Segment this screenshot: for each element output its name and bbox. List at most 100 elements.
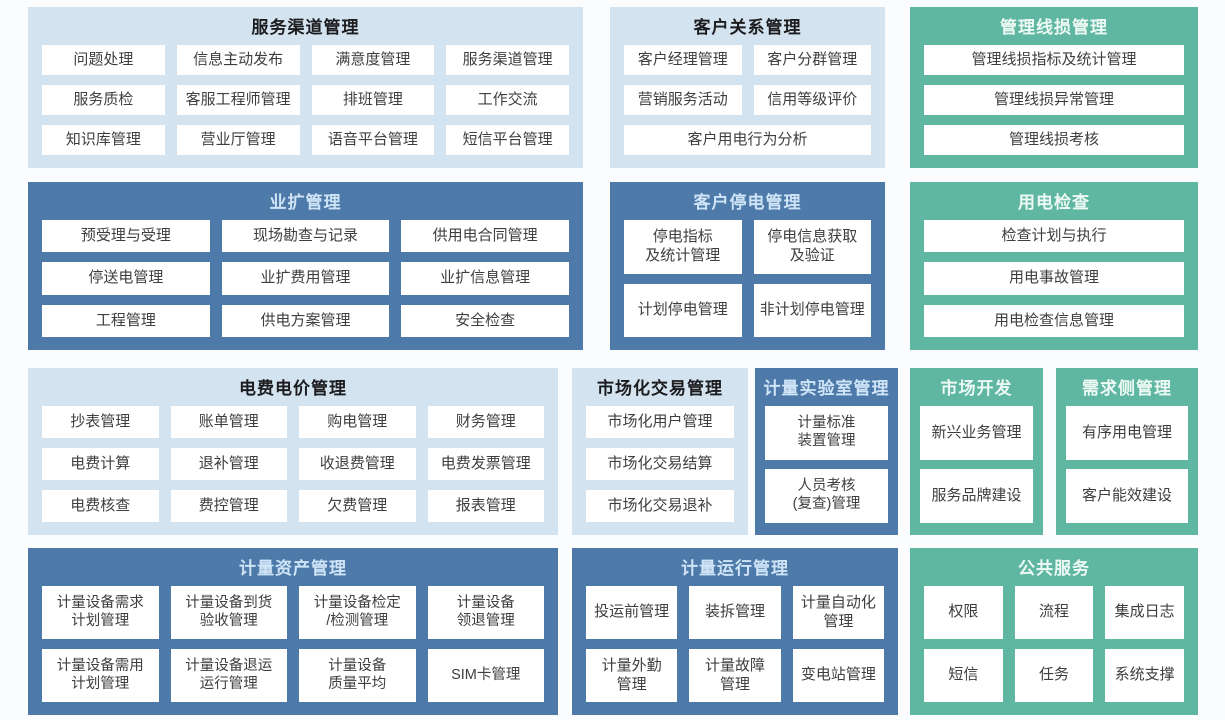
module-row: 计量外勤 管理计量故障 管理变电站管理 <box>586 649 884 702</box>
module-box: 现场勘查与记录 <box>221 220 390 253</box>
panel-metering-lab-mgmt: 计量实验室管理计量标准 装置管理人员考核 (复查)管理 <box>755 368 898 535</box>
module-box: 停电指标 及统计管理 <box>624 220 742 274</box>
module-box: 系统支撑 <box>1105 649 1185 702</box>
module-box: 计量设备到货 验收管理 <box>170 586 287 639</box>
module-row: 计量标准 装置管理 <box>765 406 888 460</box>
module-rows: 检查计划与执行用电事故管理用电检查信息管理 <box>910 218 1198 350</box>
module-box: 电费发票管理 <box>427 448 544 480</box>
module-rows: 计量标准 装置管理人员考核 (复查)管理 <box>755 404 898 535</box>
module-box: 服务品牌建设 <box>920 469 1033 523</box>
panel-customer-outage-mgmt: 客户停电管理停电指标 及统计管理停电信息获取 及验证计划停电管理非计划停电管理 <box>610 182 885 350</box>
module-row: 服务质检客服工程师管理排班管理工作交流 <box>42 85 569 115</box>
module-row: 电费计算退补管理收退费管理电费发票管理 <box>42 448 544 480</box>
module-box: 业扩信息管理 <box>401 262 570 295</box>
module-box: 账单管理 <box>170 406 287 438</box>
panel-title: 客户停电管理 <box>693 192 802 212</box>
module-row: 客户经理管理客户分群管理 <box>624 45 871 75</box>
module-box: 客户分群管理 <box>753 45 871 75</box>
module-row: 用电事故管理 <box>924 262 1184 295</box>
panel-title: 服务渠道管理 <box>251 17 360 37</box>
module-row: 市场化交易结算 <box>586 448 734 480</box>
module-box: 安全检查 <box>401 304 570 337</box>
module-box: 语音平台管理 <box>311 125 435 155</box>
panel-title: 用电检查 <box>1018 192 1090 212</box>
module-box: 停电信息获取 及验证 <box>753 220 871 274</box>
panel-title: 计量资产管理 <box>239 558 347 578</box>
panel-title: 计量运行管理 <box>681 558 789 578</box>
panel-service-channel-mgmt: 服务渠道管理问题处理信息主动发布满意度管理服务渠道管理服务质检客服工程师管理排班… <box>28 7 583 168</box>
module-box: 非计划停电管理 <box>753 283 871 337</box>
module-rows: 停电指标 及统计管理停电信息获取 及验证计划停电管理非计划停电管理 <box>610 218 885 350</box>
module-row: 服务品牌建设 <box>920 469 1033 523</box>
module-box: 任务 <box>1014 649 1094 702</box>
module-box: 投运前管理 <box>586 586 678 639</box>
panel-title: 管理线损管理 <box>1000 17 1108 37</box>
module-box: 服务渠道管理 <box>446 45 569 75</box>
module-row: 管理线损考核 <box>924 125 1184 155</box>
module-row: 市场化交易退补 <box>586 490 734 522</box>
module-box: 计量自动化 管理 <box>792 586 884 639</box>
module-row: 人员考核 (复查)管理 <box>765 469 888 523</box>
module-box: 业扩费用管理 <box>221 262 390 295</box>
module-box: 新兴业务管理 <box>920 406 1033 460</box>
panel-metering-operation-mgmt: 计量运行管理投运前管理装拆管理计量自动化 管理计量外勤 管理计量故障 管理变电站… <box>572 548 898 715</box>
module-row: 有序用电管理 <box>1066 406 1188 460</box>
panel-line-loss-mgmt: 管理线损管理管理线损指标及统计管理管理线损异常管理管理线损考核 <box>910 7 1198 168</box>
panel-demand-side-mgmt: 需求侧管理有序用电管理客户能效建设 <box>1056 368 1198 535</box>
panel-customer-relationship-mgmt: 客户关系管理客户经理管理客户分群管理营销服务活动信用等级评价客户用电行为分析 <box>610 7 885 168</box>
panel-title: 客户关系管理 <box>693 17 802 37</box>
module-row: 客户能效建设 <box>1066 469 1188 523</box>
module-row: 电费核查费控管理欠费管理报表管理 <box>42 490 544 522</box>
module-box: 排班管理 <box>311 85 435 115</box>
module-rows: 新兴业务管理服务品牌建设 <box>910 404 1043 535</box>
panel-title: 公共服务 <box>1018 558 1090 578</box>
module-box: 管理线损考核 <box>924 125 1184 155</box>
module-box: 费控管理 <box>170 490 287 522</box>
module-box: 集成日志 <box>1105 586 1185 639</box>
module-box: 电费核查 <box>42 490 159 522</box>
module-box: 权限 <box>924 586 1003 639</box>
module-box: 客户用电行为分析 <box>624 125 871 155</box>
panel-title: 市场化交易管理 <box>597 378 723 398</box>
panel-metering-asset-mgmt: 计量资产管理计量设备需求 计划管理计量设备到货 验收管理计量设备检定 /检测管理… <box>28 548 558 715</box>
module-box: 退补管理 <box>170 448 287 480</box>
module-box: 工程管理 <box>42 304 210 337</box>
module-box: 计划停电管理 <box>624 283 742 337</box>
panel-market-development: 市场开发新兴业务管理服务品牌建设 <box>910 368 1043 535</box>
module-box: 用电检查信息管理 <box>924 304 1184 337</box>
module-row: 投运前管理装拆管理计量自动化 管理 <box>586 586 884 639</box>
module-row: 计量设备需求 计划管理计量设备到货 验收管理计量设备检定 /检测管理计量设备 领… <box>42 586 544 639</box>
panel-title: 计量实验室管理 <box>763 378 890 398</box>
panel-power-use-inspection: 用电检查检查计划与执行用电事故管理用电检查信息管理 <box>910 182 1198 350</box>
panel-title: 业扩管理 <box>269 192 342 212</box>
module-box: 计量故障 管理 <box>689 649 781 702</box>
module-rows: 投运前管理装拆管理计量自动化 管理计量外勤 管理计量故障 管理变电站管理 <box>572 584 898 715</box>
module-box: 工作交流 <box>446 85 569 115</box>
module-box: 信用等级评价 <box>753 85 871 115</box>
module-row: 权限流程集成日志 <box>924 586 1185 639</box>
module-box: 客户经理管理 <box>624 45 742 75</box>
module-row: 计划停电管理非计划停电管理 <box>624 283 871 337</box>
module-box: 有序用电管理 <box>1066 406 1188 460</box>
module-box: 变电站管理 <box>792 649 884 702</box>
panel-market-trading-mgmt: 市场化交易管理市场化用户管理市场化交易结算市场化交易退补 <box>572 368 748 535</box>
module-rows: 权限流程集成日志短信任务系统支撑 <box>910 584 1198 715</box>
panel-public-services: 公共服务权限流程集成日志短信任务系统支撑 <box>910 548 1198 715</box>
module-row: 问题处理信息主动发布满意度管理服务渠道管理 <box>42 45 569 75</box>
module-rows: 计量设备需求 计划管理计量设备到货 验收管理计量设备检定 /检测管理计量设备 领… <box>28 584 558 715</box>
module-row: 检查计划与执行 <box>924 220 1184 253</box>
module-box: 停送电管理 <box>42 262 210 295</box>
module-box: 市场化交易结算 <box>586 448 734 480</box>
module-box: 供用电合同管理 <box>401 220 570 253</box>
module-box: 计量设备需求 计划管理 <box>42 586 159 639</box>
module-box: 信息主动发布 <box>176 45 300 75</box>
module-box: 客服工程师管理 <box>176 85 300 115</box>
module-box: 计量设备需用 计划管理 <box>42 649 159 702</box>
module-box: 计量设备退运 运行管理 <box>170 649 287 702</box>
module-box: 计量标准 装置管理 <box>765 406 888 460</box>
module-box: 知识库管理 <box>42 125 165 155</box>
module-row: 客户用电行为分析 <box>624 125 871 155</box>
module-row: 停电指标 及统计管理停电信息获取 及验证 <box>624 220 871 274</box>
panel-business-expansion-mgmt: 业扩管理预受理与受理现场勘查与记录供用电合同管理停送电管理业扩费用管理业扩信息管… <box>28 182 583 350</box>
